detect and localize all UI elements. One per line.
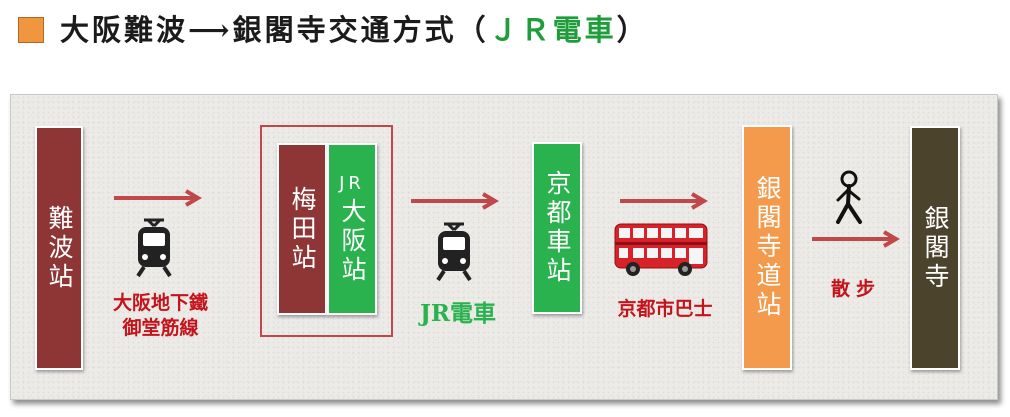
route-label-city-bus: 京都市巴士 — [617, 298, 713, 320]
station-kyoto: 京都車站 — [532, 142, 582, 314]
station-umeda: 梅田站 — [277, 143, 327, 315]
station-namba-label: 難波站 — [45, 204, 74, 292]
jr-tag: JR — [339, 173, 365, 194]
title-paren-open: （ — [456, 13, 489, 47]
station-ginkakuji-michi-label: 銀閣寺道站 — [753, 175, 782, 320]
title-arrow: ⟶ — [188, 13, 233, 47]
route-label-subway-line1: 大阪地下鐵 — [112, 292, 208, 314]
station-osaka-label: 大阪站 — [338, 198, 367, 285]
orange-square-icon — [18, 17, 44, 43]
arrow-icon — [411, 192, 499, 210]
station-osaka-jr: JR 大阪站 — [327, 143, 377, 315]
arrow-icon — [812, 230, 900, 248]
bus-icon — [614, 223, 708, 276]
title-jr: ＪＲ電車 — [488, 13, 617, 47]
destination-ginkakuji: 銀閣寺 — [910, 126, 960, 370]
route-label-subway-line2: 御堂筋線 — [122, 317, 199, 339]
arrow-icon — [620, 192, 708, 210]
page-title: 大阪難波⟶銀閣寺交通方式（ＪＲ電車） — [60, 8, 649, 52]
title-paren-close: ） — [616, 13, 649, 47]
destination-ginkakuji-label: 銀閣寺 — [921, 204, 950, 292]
pedestrian-icon — [836, 170, 862, 224]
station-kyoto-label: 京都車站 — [543, 170, 572, 286]
station-namba: 難波站 — [35, 126, 83, 370]
station-ginkakuji-michi: 銀閣寺道站 — [742, 125, 792, 370]
train-icon — [136, 218, 172, 278]
title-origin: 大阪難波 — [60, 13, 189, 47]
transfer-group-frame — [260, 125, 393, 337]
route-label-jr-train: JR電車 — [420, 300, 496, 327]
arrow-icon — [114, 189, 202, 207]
route-diagram-panel — [10, 94, 998, 400]
station-umeda-label: 梅田站 — [288, 185, 317, 273]
title-destination: 銀閣寺交通方式 — [232, 13, 457, 47]
train-icon — [436, 222, 472, 282]
route-label-walk: 散步 — [830, 278, 881, 300]
